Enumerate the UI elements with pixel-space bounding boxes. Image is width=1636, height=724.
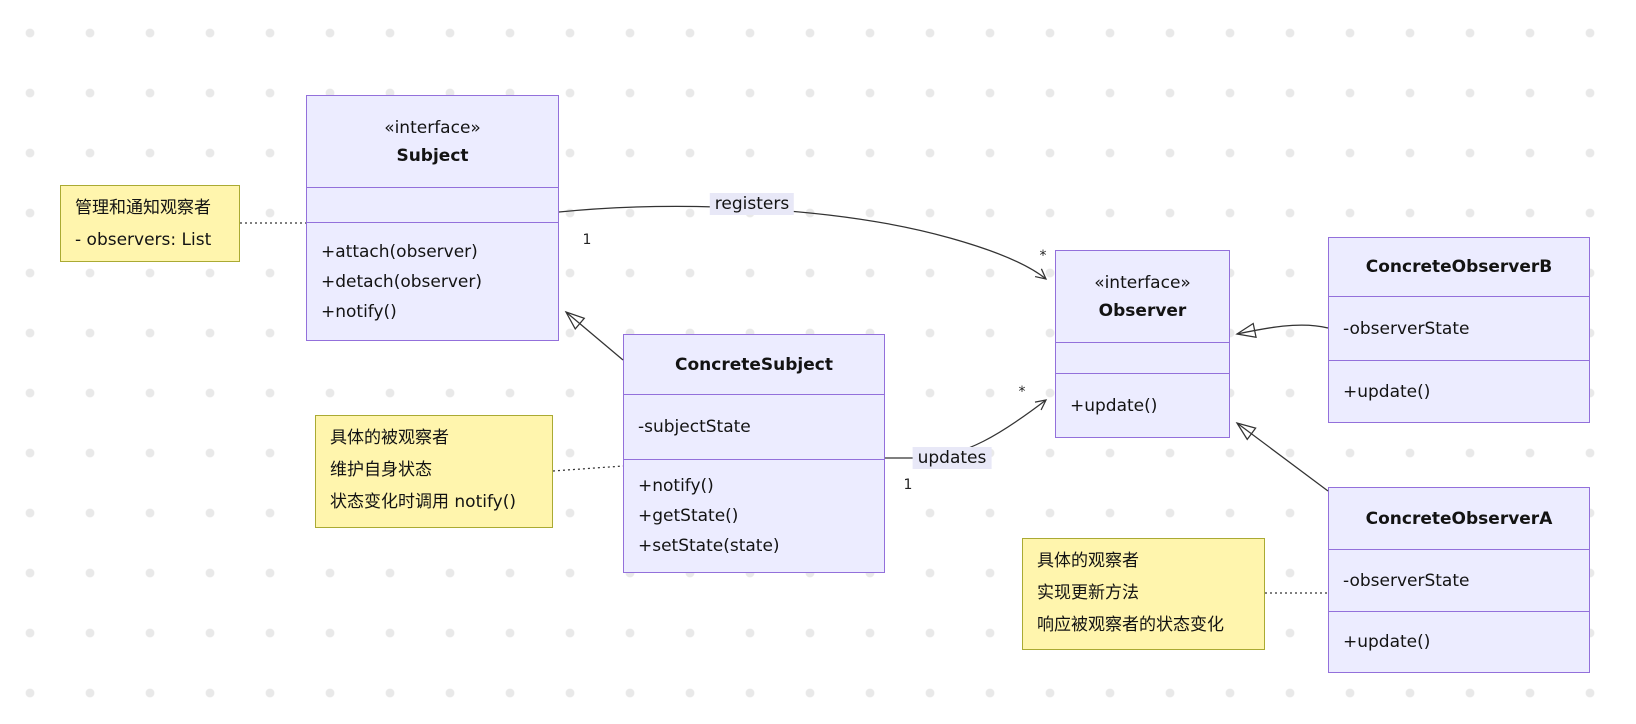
methods-section: +update() [1329, 361, 1589, 422]
class-box-observer: «interface» Observer +update() [1055, 250, 1230, 438]
realization-concretesubject-to-subject-line [564, 310, 624, 361]
class-method: +notify() [638, 476, 714, 496]
note-line: 具体的被观察者 [330, 428, 449, 448]
note-link-concretesubject [552, 465, 624, 472]
class-method: +update() [1070, 395, 1158, 416]
class-name: ConcreteObserverB [1365, 257, 1553, 277]
attributes-section: -subjectState [624, 395, 884, 460]
methods-section: +attach(observer) +detach(observer) +not… [307, 223, 558, 340]
note-concrete-subject: 具体的被观察者 维护自身状态 状态变化时调用 notify() [315, 415, 553, 528]
class-header: ConcreteObserverA [1329, 488, 1589, 550]
note-concrete-observer-a: 具体的观察者 实现更新方法 响应被观察者的状态变化 [1022, 538, 1265, 650]
class-box-subject: «interface» Subject +attach(observer) +d… [306, 95, 559, 341]
attributes-section: -observerState [1329, 550, 1589, 612]
class-method: +detach(observer) [321, 271, 482, 292]
class-method: +update() [1343, 381, 1431, 402]
attributes-section [1056, 343, 1229, 374]
note-line: 实现更新方法 [1037, 583, 1139, 603]
note-line: 维护自身状态 [330, 460, 432, 480]
note-line: 响应被观察者的状态变化 [1037, 615, 1224, 635]
class-header: «interface» Subject [307, 96, 558, 188]
attributes-section [307, 188, 558, 223]
stereotype-label: «interface» [384, 117, 481, 138]
methods-section: +update() [1056, 374, 1229, 437]
class-method: +attach(observer) [321, 241, 478, 262]
class-method: +notify() [321, 301, 397, 322]
methods-section: +update() [1329, 612, 1589, 672]
class-name: ConcreteObserverA [1365, 508, 1553, 529]
class-name: Subject [396, 145, 469, 166]
class-box-concrete-subject: ConcreteSubject -subjectState +notify() … [623, 334, 885, 573]
edge-label-registers: registers [709, 193, 795, 215]
association-registers-line [558, 205, 1048, 280]
class-name: ConcreteSubject [675, 354, 833, 375]
class-method: +getState() [638, 506, 739, 526]
attributes-section: -observerState [1329, 297, 1589, 361]
class-method: +setState(state) [638, 536, 780, 556]
class-attribute: -observerState [1343, 318, 1470, 339]
edge-label-updates: updates [912, 447, 992, 469]
class-name: Observer [1098, 300, 1187, 321]
note-line: 状态变化时调用 notify() [330, 492, 516, 512]
stereotype-label: «interface» [1094, 272, 1191, 293]
class-header: ConcreteObserverB [1329, 238, 1589, 297]
class-attribute: -subjectState [638, 417, 751, 437]
note-line: - observers: List [75, 230, 212, 250]
class-attribute: -observerState [1343, 570, 1470, 591]
note-line: 具体的观察者 [1037, 551, 1139, 571]
note-subject: 管理和通知观察者 - observers: List [60, 185, 240, 262]
note-line: 管理和通知观察者 [75, 198, 211, 218]
multiplicity-updates-target: * [1018, 384, 1026, 400]
class-header: «interface» Observer [1056, 251, 1229, 343]
class-method: +update() [1343, 632, 1431, 652]
realization-concreteobserverb-to-observer-line [1235, 322, 1329, 338]
multiplicity-registers-target: * [1039, 248, 1047, 264]
multiplicity-registers-source: 1 [582, 232, 592, 248]
methods-section: +notify() +getState() +setState(state) [624, 460, 884, 572]
multiplicity-updates-source: 1 [903, 477, 913, 493]
realization-concreteobservera-to-observer-line [1235, 421, 1329, 492]
class-box-concrete-observer-b: ConcreteObserverB -observerState +update… [1328, 237, 1590, 423]
class-header: ConcreteSubject [624, 335, 884, 395]
class-box-concrete-observer-a: ConcreteObserverA -observerState +update… [1328, 487, 1590, 673]
